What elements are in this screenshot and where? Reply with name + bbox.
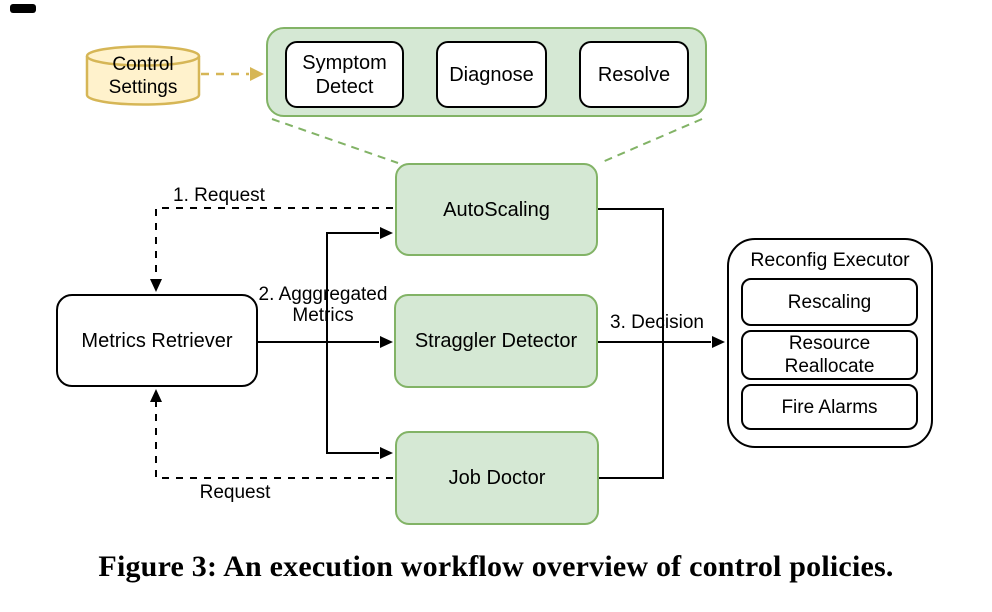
request-edge-top: [150, 207, 393, 292]
action-fire-alarms: Fire Alarms: [741, 384, 918, 430]
arrowhead-icon: [380, 447, 393, 459]
action-rescaling: Rescaling: [741, 278, 918, 326]
node-autoscaling: AutoScaling: [395, 163, 598, 256]
zoom-callout-right: [599, 118, 703, 164]
decision-edges: [598, 208, 725, 479]
edge-label-request-bottom: Request: [199, 482, 271, 503]
node-straggler-detector: Straggler Detector: [394, 294, 598, 388]
step-diagnose: Diagnose: [436, 41, 547, 108]
step-resolve: Resolve: [579, 41, 689, 108]
control-settings-edge: [201, 67, 264, 81]
edge-label-decision: 3. Decision: [610, 312, 704, 333]
reconfig-executor-container: Reconfig Executor Rescaling Resource Rea…: [727, 238, 933, 448]
aggregated-metrics-edges: [258, 227, 393, 459]
figure-caption: Figure 3: An execution workflow overview…: [98, 550, 894, 583]
arrowhead-icon: [380, 336, 393, 348]
control-settings-label: Control Settings: [108, 54, 178, 98]
arrowhead-icon: [712, 336, 725, 348]
edge-label-aggregated-metrics: 2. Agggregated Metrics: [258, 284, 388, 326]
arrowhead-icon: [150, 279, 162, 292]
zoom-callout-left: [271, 118, 399, 164]
action-resource-reallocate: Resource Reallocate: [741, 330, 918, 380]
step-symptom-detect: Symptom Detect: [285, 41, 404, 108]
node-metrics-retriever: Metrics Retriever: [56, 294, 258, 387]
node-job-doctor: Job Doctor: [395, 431, 599, 525]
arrowhead-icon: [150, 389, 162, 402]
request-edge-bottom: [150, 389, 393, 479]
edge-label-request-top: 1. Request: [173, 185, 265, 206]
corner-mark: [10, 4, 36, 13]
arrowhead-icon: [250, 67, 264, 81]
database-cylinder-icon: [85, 45, 201, 106]
reconfig-executor-title: Reconfig Executor: [750, 249, 910, 271]
arrowhead-icon: [380, 227, 393, 239]
